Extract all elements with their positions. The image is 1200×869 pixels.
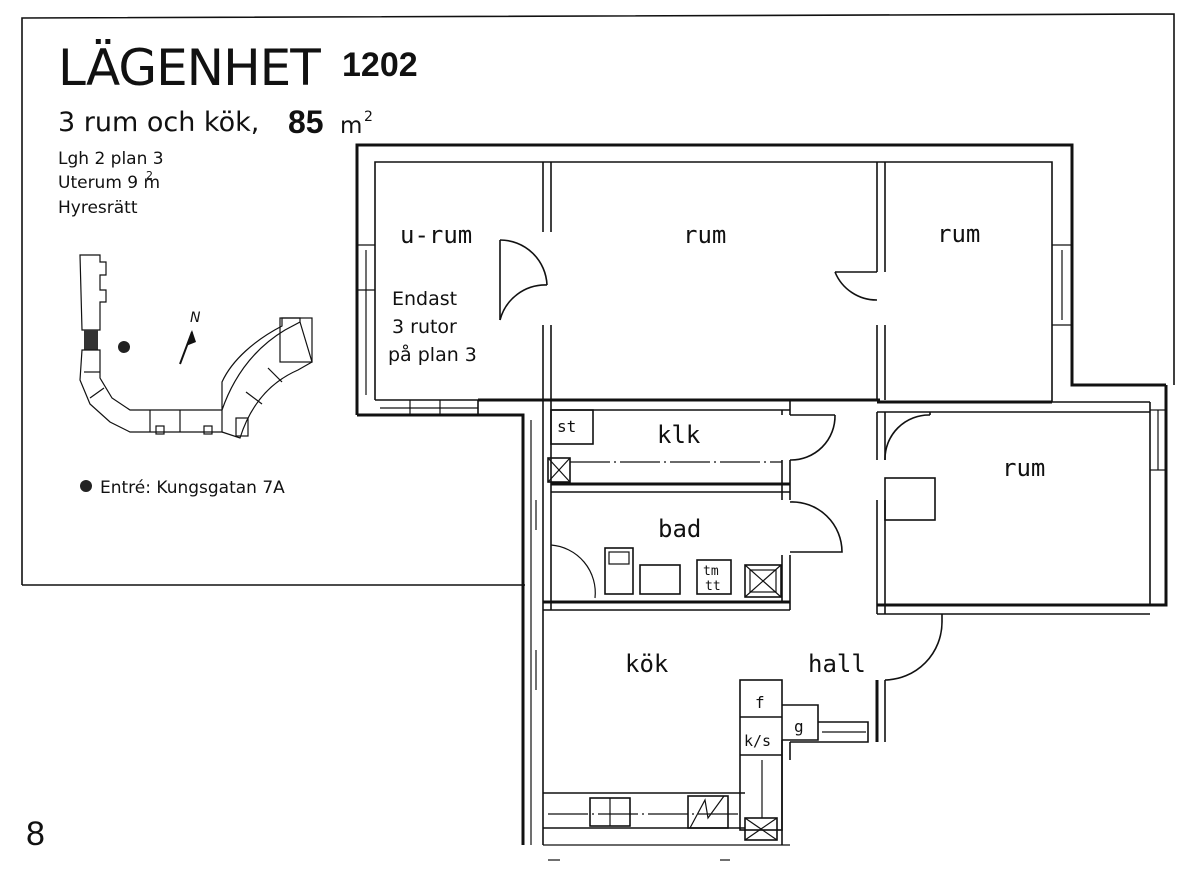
outdoor-room-note-line1: Endast [392, 288, 457, 310]
fixture-label-tm: tm [703, 564, 719, 579]
info-frame [21, 13, 1175, 586]
area-value: 85 [288, 104, 324, 140]
apartment-number: 1202 [342, 46, 418, 84]
fixture-label-g: g [794, 717, 804, 736]
doors [499, 239, 943, 681]
room-label-room-upper-right: rum [937, 220, 980, 248]
key-map: N [79, 254, 313, 439]
outdoor-room-superscript: 2 [146, 169, 153, 182]
room-label-room-right: rum [1002, 454, 1045, 482]
north-label: N [190, 310, 201, 326]
fixture-label-st: st [557, 417, 576, 436]
rooms-description: 3 rum och kök, [58, 107, 259, 138]
room-label-bathroom: bad [658, 515, 701, 543]
room-label-wardrobe: klk [657, 421, 701, 449]
room-label-hall: hall [808, 650, 866, 678]
entrance-marker-icon [118, 341, 130, 353]
apartment-floor-info: Lgh 2 plan 3 [58, 149, 164, 169]
area-unit: m [340, 113, 362, 139]
entrance-legend-icon [80, 480, 92, 492]
room-label-kitchen: kök [625, 650, 669, 678]
outdoor-room-note-line3: på plan 3 [388, 343, 477, 366]
walls [355, 143, 1168, 861]
page-number: 8 [26, 815, 45, 853]
fixture-label-tm-sub: tt [705, 579, 721, 594]
room-label-outdoor-room: u-rum [400, 221, 472, 249]
outdoor-room-note-line2: 3 rutor [392, 316, 457, 338]
plan-title: LÄGENHET [58, 39, 321, 97]
outdoor-room-info: Uterum 9 m [58, 173, 160, 193]
north-arrow-icon [179, 330, 196, 365]
fixture-label-ks: k/s [744, 732, 771, 750]
area-unit-superscript: 2 [364, 109, 373, 125]
room-label-room-center: rum [683, 221, 726, 249]
entrance-legend-label: Entré: Kungsgatan 7A [100, 478, 285, 498]
tenure-info: Hyresrätt [58, 198, 138, 218]
fixture-label-f: f [755, 693, 765, 712]
